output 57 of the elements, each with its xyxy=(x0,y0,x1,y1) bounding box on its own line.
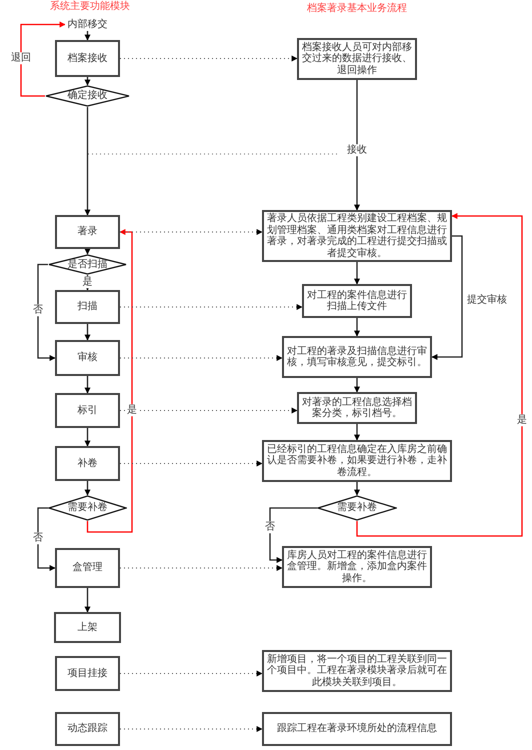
process-box: 档案接收 xyxy=(55,40,120,77)
arrow xyxy=(356,213,523,537)
process-box: 扫描 xyxy=(55,290,120,324)
arrow xyxy=(84,248,90,255)
process-box: 动态跟踪 xyxy=(55,712,120,746)
arrow xyxy=(84,31,90,41)
edge-label: 否 xyxy=(32,304,44,316)
process-box: 档案接收人员可对内部移交过来的数据进行接收、退回操作 xyxy=(297,38,417,80)
arrow xyxy=(354,80,360,211)
process-box: 补卷 xyxy=(55,446,120,481)
arrow xyxy=(84,324,90,341)
edge-label: 退回 xyxy=(10,52,32,64)
column-heading: 系统主要功能模块 xyxy=(49,1,131,12)
arrow xyxy=(37,264,56,361)
edge-label: 否 xyxy=(264,521,276,533)
arrow xyxy=(84,428,90,447)
edge-label: 接收 xyxy=(346,144,368,156)
edge-label: 是 xyxy=(126,404,138,416)
process-box: 对工程的著录及扫描信息进行审核，填写审核意见，提交标引。 xyxy=(282,336,432,378)
process-box: 跟踪工程在著录环境所处的流程信息 xyxy=(262,712,452,746)
edge-label: 是 xyxy=(82,276,94,288)
arrow xyxy=(431,235,463,360)
column-heading: 档案著录基本业务流程 xyxy=(306,3,408,14)
process-box: 项目挂接 xyxy=(55,656,120,691)
arrow xyxy=(269,507,317,563)
arrow xyxy=(354,424,360,441)
edge-label: 否 xyxy=(32,532,44,544)
process-box: 上架 xyxy=(54,612,121,643)
arrow xyxy=(354,482,360,496)
edge-label: 是 xyxy=(516,414,528,426)
arrow xyxy=(84,588,90,613)
process-box: 审核 xyxy=(55,340,120,376)
arrow xyxy=(84,481,90,496)
process-box: 标引 xyxy=(55,393,120,428)
node-text: 内部移交 xyxy=(65,18,110,31)
process-box: 著录 xyxy=(55,215,120,249)
process-box: 盒管理 xyxy=(55,548,120,588)
decision-diamond: 是否扫描 xyxy=(48,254,127,275)
arrow xyxy=(20,22,66,97)
arrow xyxy=(86,229,133,533)
arrow xyxy=(84,107,90,216)
arrow xyxy=(84,376,90,394)
process-box: 著录人员依据工程类别建设工程档案、规划管理档案、通用类档案对工程信息进行著录，对著录完成的工程进行提交扫描或者提交审核。 xyxy=(262,210,452,262)
decision-diamond: 确定接收 xyxy=(45,85,130,107)
decision-diamond: 需要补卷 xyxy=(48,495,127,521)
process-box: 对著录的工程信息选择档案分类，标引档号。 xyxy=(297,392,417,424)
process-box: 新增项目，将一个项目的工程关联到同一个项目中。工程在著录模块著录后就可在此模块关联到项目。 xyxy=(262,650,452,692)
arrow xyxy=(84,77,90,86)
arrow xyxy=(37,507,56,571)
edge-label: 提交审核 xyxy=(467,294,507,306)
arrow xyxy=(354,318,360,337)
process-box: 对工程的案件信息进行扫描上传文件 xyxy=(302,284,412,318)
process-box: 库房人员对工程的案件信息进行盒管理。新增盒，添加盒内案件操作。 xyxy=(282,546,432,588)
arrow xyxy=(354,262,360,285)
process-box: 已经标引的工程信息确定在入库房之前确认是否需要补卷，如果要进行补卷，走补卷流程。 xyxy=(262,440,452,482)
decision-diamond: 需要补卷 xyxy=(317,495,397,521)
arrow xyxy=(354,378,360,393)
